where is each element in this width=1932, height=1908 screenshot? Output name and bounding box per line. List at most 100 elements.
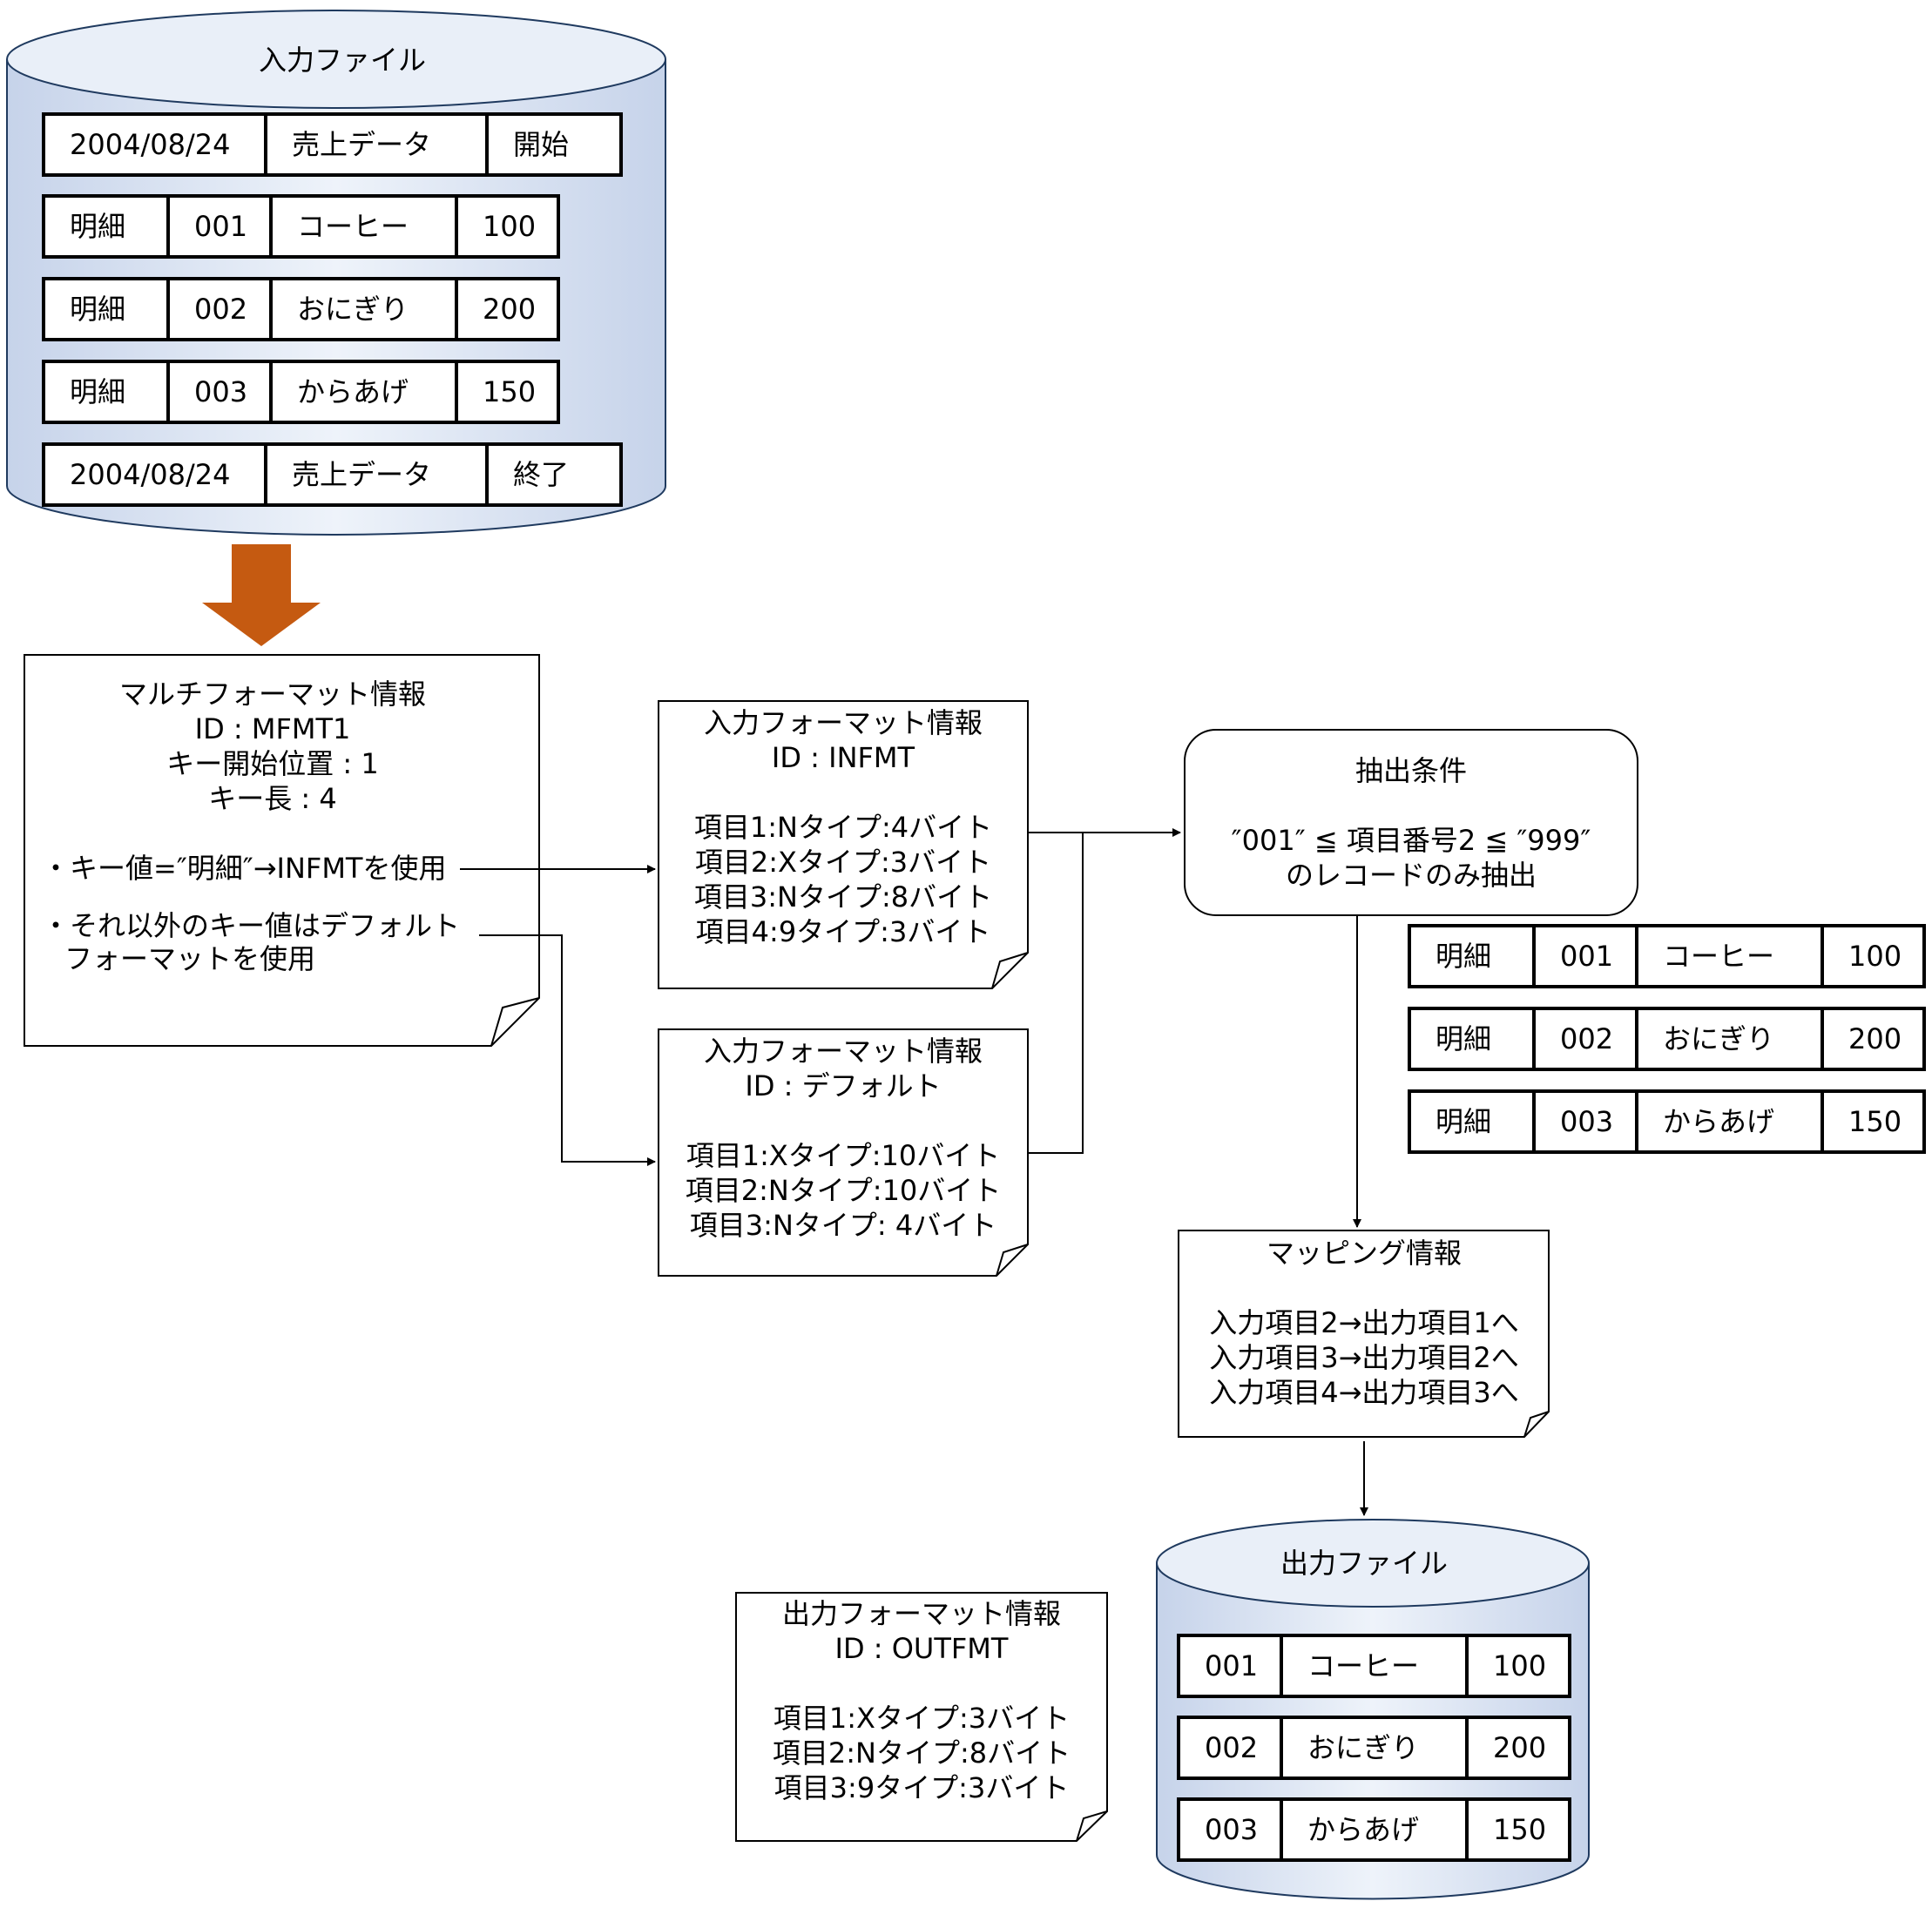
default-format-item-2: 項目2:Nタイプ:10バイト	[686, 1174, 1002, 1207]
mapping-rule-1: 入力項目2→出力項目1へ	[1209, 1306, 1519, 1339]
record-cell-text: 開始	[513, 128, 569, 161]
record-cell	[1465, 1716, 1571, 1780]
record-cell-text: 002	[194, 293, 247, 326]
mapping-rule-3: 入力項目4→出力項目3へ	[1209, 1376, 1519, 1409]
record-cell-text: からあげ	[1663, 1105, 1774, 1138]
orange-down-arrow	[202, 544, 321, 646]
record-cell-text: 明細	[1435, 1105, 1491, 1138]
record-cell	[1177, 1716, 1283, 1780]
extracted-record-3: 明細 003 からあげ 150	[1408, 1089, 1926, 1154]
connectors	[460, 828, 1368, 1516]
infmt-item-2: 項目2:Xタイプ:3バイト	[695, 846, 991, 879]
record-cell-text: 終了	[513, 458, 569, 491]
record-cell-text: コーヒー	[297, 210, 409, 243]
output-format-note-fold	[1076, 1810, 1108, 1842]
record-cell	[1635, 1089, 1824, 1154]
record-cell	[42, 112, 267, 177]
record-cell	[42, 194, 170, 259]
record-cell	[42, 360, 170, 424]
mapping-info-note: マッピング情報 入力項目2→出力項目1へ 入力項目3→出力項目2へ 入力項目4→…	[1178, 1230, 1550, 1438]
input-file-cylinder-top	[6, 10, 666, 109]
record-cell-text: おにぎり	[297, 293, 409, 326]
record-cell	[1408, 1089, 1536, 1154]
record-cell	[485, 442, 623, 507]
output-format-info-note: 出力フォーマット情報 ID : OUTFMT 項目1:Xタイプ:3バイト 項目2…	[735, 1592, 1108, 1842]
input-format-default-note: 入力フォーマット情報 ID : デフォルト 項目1:Xタイプ:10バイト 項目2…	[658, 1028, 1029, 1277]
record-cell	[455, 277, 560, 341]
record-cell	[264, 442, 489, 507]
output-format-item-2: 項目2:Nタイプ:8バイト	[773, 1736, 1071, 1770]
multi-format-title: マルチフォーマット情報	[119, 678, 426, 711]
record-cell	[455, 194, 560, 259]
record-cell-text: 150	[483, 375, 536, 408]
output-file-title: 出力ファイル	[1280, 1547, 1448, 1580]
record-cell-text: 売上データ	[292, 128, 431, 161]
record-cell-text: 明細	[70, 210, 125, 243]
output-format-title: 出力フォーマット情報	[782, 1597, 1061, 1630]
record-cell-text: 150	[1848, 1105, 1902, 1138]
multi-format-key-start: キー開始位置 : 1	[166, 747, 379, 780]
default-format-note-fold	[996, 1244, 1029, 1277]
record-cell-text: 明細	[1435, 1022, 1491, 1055]
input-record-3: 明細 002 おにぎり 200	[42, 277, 560, 341]
multi-format-info-note: マルチフォーマット情報 ID : MFMT1 キー開始位置 : 1 キー長 : …	[24, 654, 540, 1047]
record-cell	[42, 277, 170, 341]
default-format-item-1: 項目1:Xタイプ:10バイト	[686, 1139, 1001, 1172]
record-cell	[1821, 1007, 1926, 1071]
output-format-note-shape	[735, 1592, 1108, 1842]
output-file-cylinder-top	[1156, 1519, 1590, 1608]
record-cell	[1635, 924, 1824, 988]
output-format-item-1: 項目1:Xタイプ:3バイト	[773, 1702, 1070, 1735]
infmt-note-fold	[991, 952, 1029, 989]
record-cell-text: 100	[483, 210, 536, 243]
record-cell-text: コーヒー	[1663, 940, 1774, 973]
extract-condition-shape	[1184, 729, 1638, 916]
record-cell	[1821, 924, 1926, 988]
record-cell-text: 100	[1493, 1649, 1546, 1682]
connector-default-format-join	[1028, 833, 1084, 1154]
extract-condition-title: 抽出条件	[1355, 754, 1467, 787]
record-cell-text: 003	[1205, 1813, 1258, 1846]
default-format-item-3: 項目3:Nタイプ: 4バイト	[690, 1209, 996, 1242]
record-cell	[455, 360, 560, 424]
record-cell-text: 200	[483, 293, 536, 326]
output-format-item-3: 項目3:9タイプ:3バイト	[774, 1771, 1070, 1804]
record-cell-text: 明細	[70, 293, 125, 326]
input-record-5: 2004/08/24 売上データ 終了	[42, 442, 623, 507]
record-cell-text: 売上データ	[292, 458, 431, 491]
record-cell-text: からあげ	[297, 375, 409, 408]
default-format-title: 入力フォーマット情報	[704, 1035, 983, 1068]
record-cell	[269, 360, 458, 424]
mapping-rule-2: 入力項目3→出力項目2へ	[1209, 1341, 1519, 1374]
record-cell-text: 明細	[1435, 940, 1491, 973]
input-record-2: 明細 001 コーヒー 100	[42, 194, 560, 259]
mapping-note-shape	[1178, 1230, 1550, 1438]
record-cell-text: 150	[1493, 1813, 1546, 1846]
record-cell-text: 200	[1848, 1022, 1902, 1055]
mapping-note-fold	[1523, 1411, 1550, 1438]
record-cell-text: 003	[1560, 1105, 1613, 1138]
infmt-note-shape	[658, 700, 1029, 989]
record-cell-text: 2004/08/24	[70, 458, 230, 491]
default-format-note-shape	[658, 1028, 1029, 1277]
multi-format-rule-1: ・キー値=″明細″→INFMTを使用	[42, 852, 446, 885]
multi-format-rule-2: ・それ以外のキー値はデフォルト	[42, 909, 460, 942]
record-cell	[1821, 1089, 1926, 1154]
infmt-title: 入力フォーマット情報	[704, 706, 983, 739]
output-format-id: ID : OUTFMT	[835, 1632, 1009, 1665]
record-cell-text: コーヒー	[1307, 1649, 1419, 1682]
record-cell	[1532, 1007, 1638, 1071]
mapping-title: マッピング情報	[1267, 1237, 1462, 1270]
record-cell-text: 003	[194, 375, 247, 408]
record-cell-text: 001	[194, 210, 247, 243]
record-cell	[269, 194, 458, 259]
record-cell	[1408, 1007, 1536, 1071]
multi-format-note-shape	[24, 654, 540, 1047]
record-cell	[485, 112, 623, 177]
record-cell-text: 001	[1205, 1649, 1258, 1682]
